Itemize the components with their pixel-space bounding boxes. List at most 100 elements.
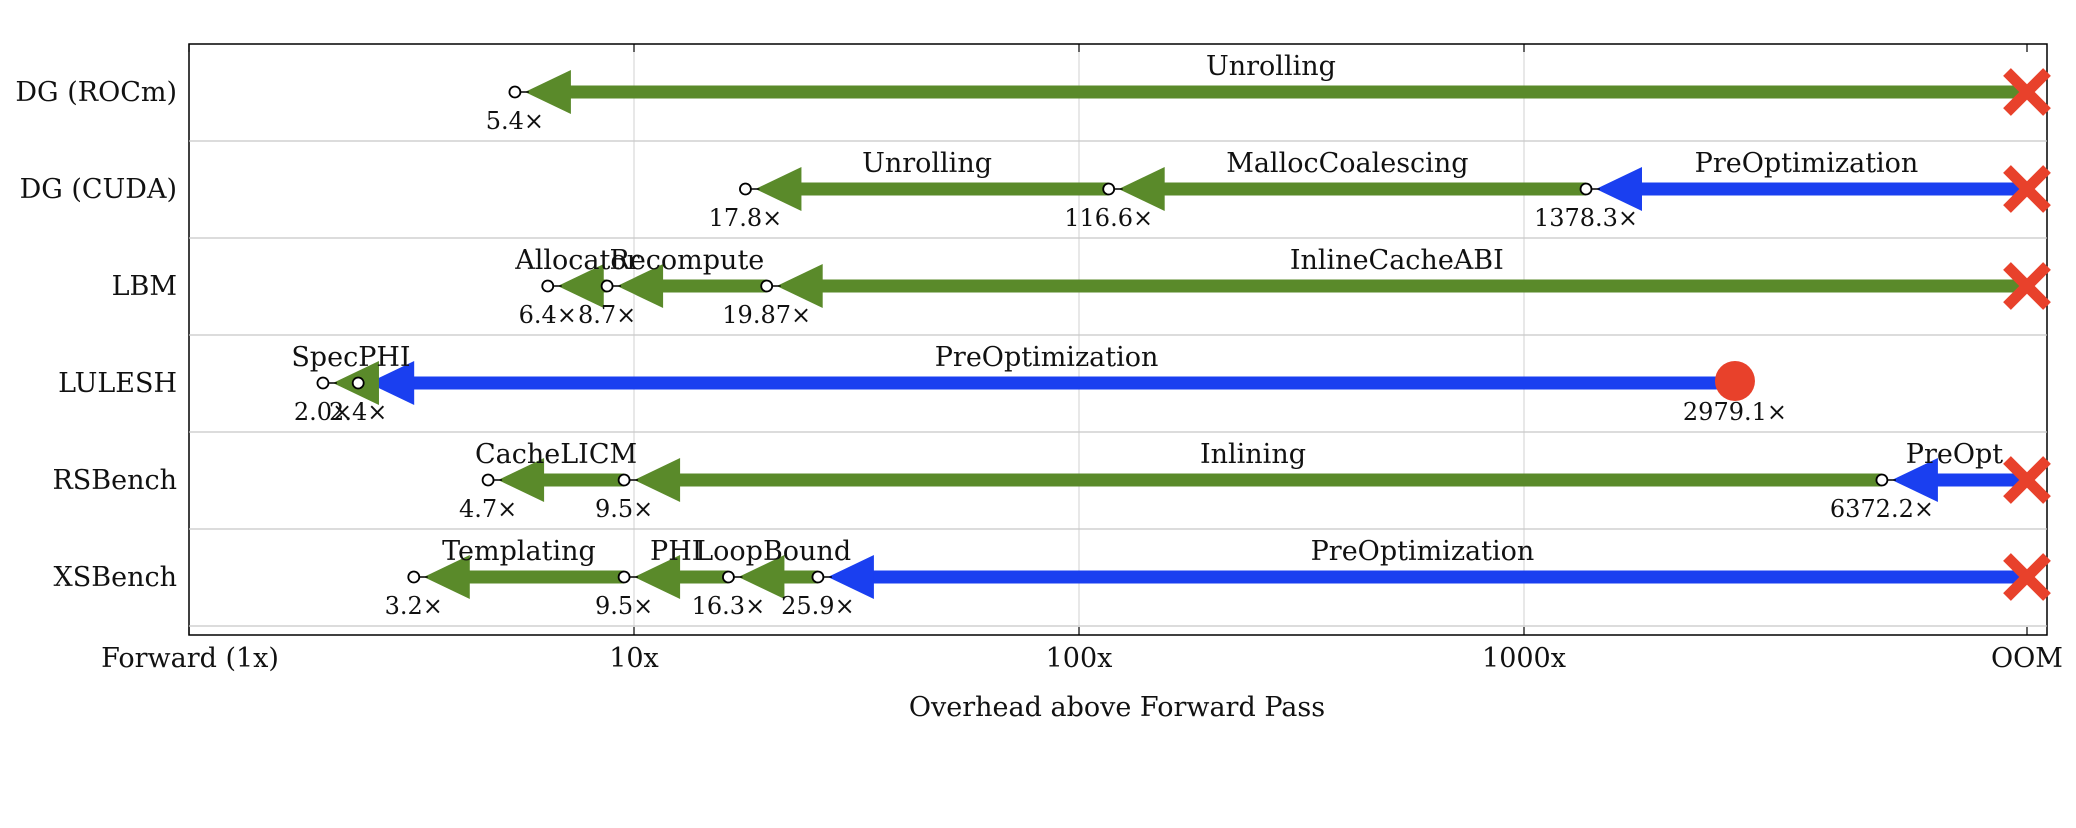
point-marker (617, 570, 631, 584)
point-marker (811, 570, 825, 584)
value-label: 116.6× (1064, 204, 1153, 232)
x-axis-ticks: Forward (1x) 10x 100x 1000x OOM (101, 44, 2063, 674)
arrow-head (423, 555, 470, 599)
arrow-shaft (467, 570, 625, 584)
benchmark-row: LULESH PreOptimization SpecPHI 2979.1× 2.0×2… (58, 342, 1787, 426)
point-marker (481, 473, 495, 487)
row-label: LBM (112, 271, 177, 302)
start-dot (1714, 361, 1755, 401)
benchmark-rows: DG (ROCm) Unrolling 5.4× DG (CUDA) PreOptimi… (15, 51, 2051, 620)
gridlines (189, 44, 2047, 635)
optimization-label: InlineCacheABI (1290, 245, 1504, 276)
arrow-head (755, 167, 802, 211)
arrow-head (524, 70, 571, 114)
arrow-shaft (1935, 473, 2027, 487)
point-marker (508, 85, 522, 99)
optimization-label: SpecPHI (291, 342, 410, 373)
point-marker (316, 376, 330, 390)
tick-label: 1000x (1482, 643, 1566, 674)
value-label: 19.87× (722, 301, 811, 329)
benchmark-row: RSBenchPreOptInliningCacheLICM4.7×9.5×63… (52, 439, 2051, 523)
optimization-label: Unrolling (862, 148, 992, 179)
value-label: 2979.1× (1683, 398, 1787, 426)
optimization-label: PreOptimization (935, 342, 1159, 373)
benchmark-row: DG (CUDA) PreOptimization MallocCoalescing… (20, 148, 2051, 232)
arrow-shaft (1640, 182, 2027, 196)
tick-label: 100x (1046, 643, 1113, 674)
value-label: 4.7× (459, 495, 517, 523)
value-label: 9.5× (595, 592, 653, 620)
value-label: 2.4× (329, 398, 387, 426)
optimization-label: CacheLICM (475, 439, 637, 470)
value-label: 16.3× (692, 592, 766, 620)
row-label: DG (ROCm) (15, 77, 177, 108)
row-label: LULESH (58, 368, 177, 399)
x-axis-title: Overhead above Forward Pass (909, 692, 1325, 723)
value-label: 17.8× (709, 204, 783, 232)
optimization-label: PHI (650, 536, 702, 567)
arrow-head (1891, 458, 1938, 502)
plot-frame (188, 43, 2048, 636)
oom-cross-icon (2003, 456, 2051, 504)
benchmark-row: XSBenchPreOptimizationLoopBoundPHITempla… (54, 536, 2051, 620)
row-label: DG (CUDA) (20, 174, 177, 205)
point-marker (1875, 473, 1889, 487)
value-label: 6372.2× (1830, 495, 1934, 523)
optimization-label: MallocCoalescing (1226, 148, 1468, 179)
value-label: 25.9× (781, 592, 855, 620)
point-marker (617, 473, 631, 487)
value-label: 8.7× (578, 301, 636, 329)
arrow-shaft (782, 570, 818, 584)
point-marker (1579, 182, 1593, 196)
optimization-label: Recompute (609, 245, 764, 276)
arrow-shaft (678, 473, 1882, 487)
row-label: RSBench (52, 465, 177, 496)
optimization-label: Unrolling (1206, 51, 1336, 82)
benchmark-row: LBMInlineCacheABIRecomputeAllocator6.4×8… (112, 245, 2051, 329)
arrow-shaft (799, 182, 1109, 196)
arrow-shaft (871, 570, 2027, 584)
arrow-head (634, 555, 681, 599)
value-label: 2.0× (294, 398, 352, 426)
arrow-head (827, 555, 874, 599)
point-marker (351, 376, 365, 390)
arrow-head (738, 555, 785, 599)
optimization-label: PreOptimization (1695, 148, 1919, 179)
value-label: 1378.3× (1534, 204, 1638, 232)
value-label: 5.4× (486, 107, 544, 135)
value-label: 9.5× (595, 495, 653, 523)
oom-cross-icon (2003, 68, 2051, 116)
point-marker (541, 279, 555, 293)
arrow-head (1118, 167, 1165, 211)
arrow-head (557, 264, 604, 308)
point-marker (1102, 182, 1116, 196)
oom-cross-icon (2003, 165, 2051, 213)
point-marker (739, 182, 752, 196)
tick-label: 10x (609, 643, 659, 674)
arrow-head (617, 264, 664, 308)
value-label: 3.2× (385, 592, 443, 620)
arrow-shaft (1162, 182, 1587, 196)
optimization-label: LoopBound (695, 536, 851, 567)
tick-label: OOM (1991, 643, 2063, 674)
arrow-shaft (412, 376, 1735, 390)
arrow-shaft (542, 473, 625, 487)
oom-cross-icon (2003, 553, 2051, 601)
arrow-head (498, 458, 545, 502)
arrow-shaft (820, 279, 2028, 293)
point-marker (600, 279, 614, 293)
arrow-head (634, 458, 681, 502)
optimization-label: PreOpt (1906, 439, 2003, 470)
optimization-label: Templating (442, 536, 596, 567)
oom-cross-icon (2003, 262, 2051, 310)
point-marker (722, 570, 735, 584)
benchmark-row: DG (ROCm) Unrolling 5.4× (15, 51, 2051, 135)
arrow-head (776, 264, 823, 308)
optimization-label: PreOptimization (1311, 536, 1535, 567)
value-label: 6.4× (519, 301, 577, 329)
point-marker (407, 570, 421, 584)
arrow-head (368, 361, 415, 405)
arrow-shaft (678, 570, 729, 584)
tick-label: Forward (1x) (101, 643, 279, 674)
